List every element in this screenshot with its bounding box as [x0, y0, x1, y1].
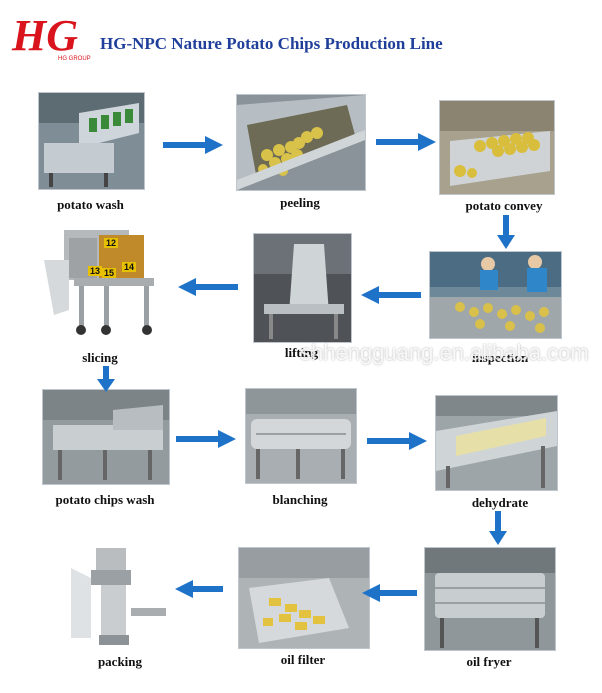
washing-conveyor-photo: [38, 92, 145, 190]
conveyor-hopper-photo: [439, 100, 555, 195]
step-label-lifting: lifting: [284, 345, 319, 360]
arrow-left-icon: [178, 278, 238, 296]
step-label-potato-chips-wash: potato chips wash: [55, 492, 155, 507]
dehydrator-photo: [435, 395, 558, 491]
svg-text:HG: HG: [11, 11, 78, 60]
slicing-machine-photo: 12 13 14 15: [43, 229, 163, 339]
oil-filter-photo: [238, 547, 370, 649]
arrow-right-icon: [376, 133, 436, 151]
step-label-peeling: peeling: [280, 195, 320, 210]
arrow-right-icon: [163, 136, 223, 154]
step-label-inspection: inspection: [471, 350, 529, 365]
arrow-left-icon: [175, 580, 223, 598]
step-label-packing: packing: [97, 654, 143, 669]
watermark: shhengguang.en.alibaba.com: [300, 340, 589, 365]
arrow-left-icon: [362, 584, 417, 602]
peeling-machine-photo: [236, 94, 366, 191]
arrow-left-icon: [361, 286, 421, 304]
step-label-blanching: blanching: [272, 492, 328, 507]
slicer-part-number-13: 13: [88, 266, 103, 276]
chips-washer-photo: [42, 389, 170, 485]
step-label-dehydrate: dehydrate: [471, 495, 529, 510]
arrow-down-icon: [497, 215, 515, 249]
arrow-down-icon: [97, 366, 115, 392]
step-label-slicing: slicing: [82, 350, 118, 365]
slicer-part-number-12: 12: [104, 238, 119, 248]
arrow-right-icon: [176, 430, 236, 448]
step-label-potato-convey: potato convey: [465, 198, 543, 213]
packing-machine-photo: [70, 547, 172, 649]
blanching-machine-photo: [245, 388, 357, 484]
arrow-right-icon: [367, 432, 427, 450]
fryer-photo: [424, 547, 556, 651]
svg-text:HG GROUP: HG GROUP: [58, 56, 91, 62]
page-title: HG-NPC Nature Potato Chips Production Li…: [100, 34, 443, 53]
slicer-part-number-15: 15: [102, 268, 117, 278]
inspection-belt-photo: [429, 251, 562, 339]
slicer-part-number-14: 14: [122, 262, 137, 272]
step-label-potato-wash: potato wash: [57, 197, 124, 212]
lifting-elevator-photo: [253, 233, 352, 343]
step-label-oil-fryer: oil fryer: [466, 654, 512, 669]
arrow-down-icon: [489, 511, 507, 545]
brand-logo: HG HG GROUP: [10, 10, 92, 62]
step-label-oil-filter: oil filter: [280, 652, 326, 667]
